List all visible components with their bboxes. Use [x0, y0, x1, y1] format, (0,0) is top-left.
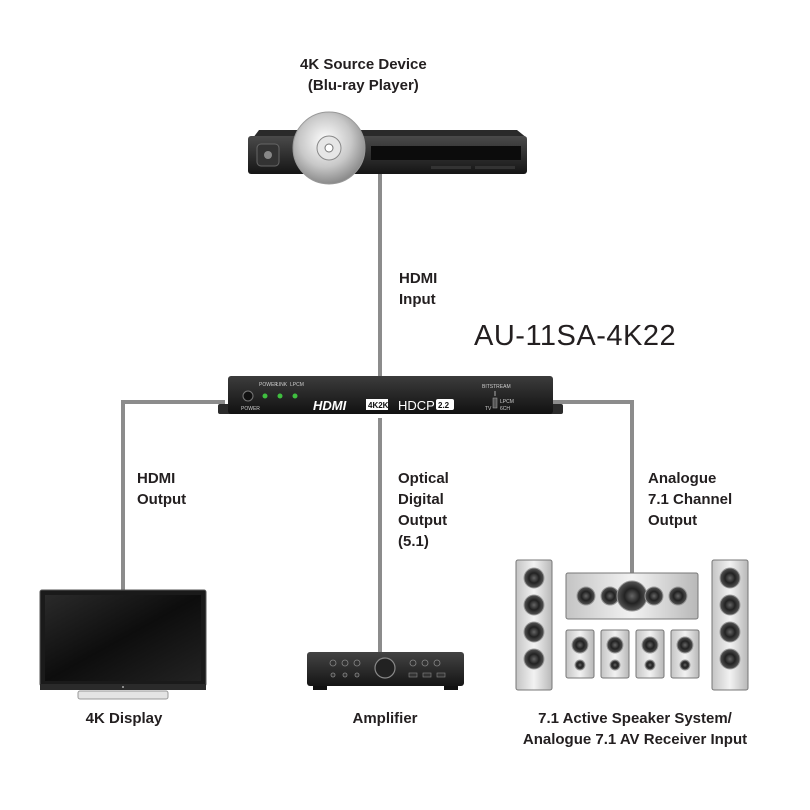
- model-name: AU-11SA-4K22: [474, 320, 677, 352]
- display-label: 4K Display: [85, 710, 163, 727]
- 6ch-switch-label: 6CH: [500, 406, 510, 412]
- badge-4k2k: 4K2K: [368, 401, 389, 410]
- tv-label: TV: [485, 406, 492, 412]
- center-speaker: [565, 572, 699, 620]
- lpcm-led: [292, 393, 298, 399]
- amplifier-label: Amplifier: [352, 710, 418, 727]
- power-button: [242, 390, 254, 402]
- hdmi-input-label: HDMI Input: [399, 270, 438, 308]
- hdmi-output-label: HDMI Output: [137, 470, 187, 508]
- optical-output-label: Optical Digital Output (5.1): [398, 470, 449, 550]
- power-led: [262, 393, 268, 399]
- hdcp-label: HDCP: [398, 398, 435, 413]
- audio-extractor-unit: POWER POWER LINK LPCM HDMI 4K2K HDCP 2.2…: [218, 376, 563, 414]
- amplifier-device: [307, 652, 464, 690]
- cable-hdmi-output: [121, 400, 225, 595]
- source-device-label: 4K Source Device (Blu-ray Player): [300, 54, 427, 96]
- hdmi-logo: HDMI: [313, 398, 347, 413]
- lpcm-switch-label: LPCM: [500, 399, 514, 405]
- front-right-speaker: [711, 559, 749, 691]
- bitstream-switch: [492, 397, 498, 409]
- link-led-label: LINK: [276, 382, 288, 388]
- cable-analogue-output: [545, 400, 634, 573]
- speaker-system-label: 7.1 Active Speaker System/ Analogue 7.1 …: [522, 710, 748, 748]
- link-led: [277, 393, 283, 399]
- front-left-speaker: [515, 559, 553, 691]
- surround-speakers: [565, 629, 700, 679]
- power-led-label: POWER: [259, 382, 278, 388]
- hdcp-version: 2.2: [438, 401, 450, 410]
- lpcm-led-label: LPCM: [290, 382, 304, 388]
- bitstream-label: BITSTREAM: [482, 384, 511, 390]
- source-label-line1: 4K Source Device: [300, 56, 427, 73]
- tv-display: [39, 589, 207, 700]
- speaker-system: [515, 559, 749, 691]
- volume-knob: [374, 657, 396, 679]
- analogue-output-label: Analogue 7.1 Channel Output: [648, 470, 733, 529]
- source-label-line2: (Blu-ray Player): [307, 77, 419, 94]
- power-button-label: POWER: [241, 406, 260, 412]
- blu-ray-player: [248, 111, 527, 185]
